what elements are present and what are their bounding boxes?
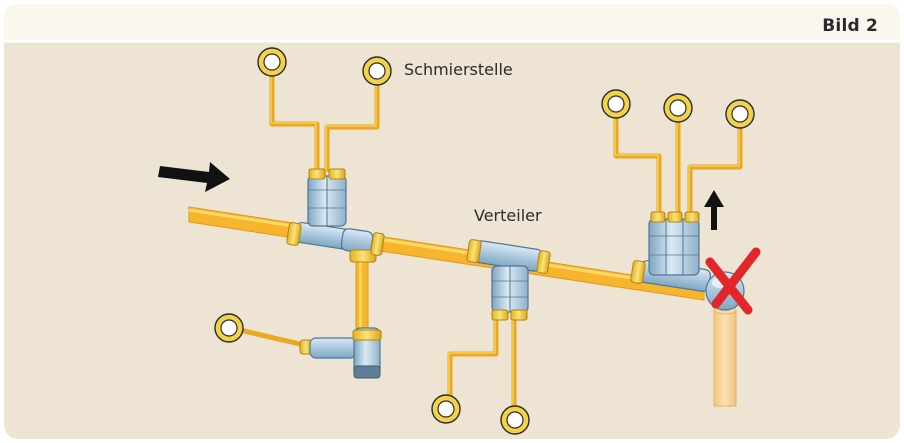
branch-line <box>269 74 320 172</box>
lubrication-diagram <box>4 4 900 439</box>
blocked-pipe <box>713 305 737 407</box>
distributor-label: Verteiler <box>474 206 542 225</box>
branch-line <box>324 82 380 172</box>
branch-line <box>239 327 305 348</box>
grease-ring-icon <box>431 394 461 424</box>
grease-ring-icon <box>663 93 693 123</box>
tee-fitting <box>286 221 385 263</box>
distributor-block <box>466 239 551 321</box>
grease-ring-icon <box>500 405 530 435</box>
connector-stack-triple <box>648 211 700 276</box>
branch-line <box>447 316 499 404</box>
grease-ring-icon <box>601 89 631 119</box>
grease-ring-icon <box>362 56 392 86</box>
red-x-icon <box>705 247 761 315</box>
figure-frame: Bild 2 Schmierstelle Verteiler <box>4 4 900 439</box>
vertical-pipe <box>355 258 369 332</box>
branch-line <box>613 114 662 214</box>
branch-line <box>687 124 743 214</box>
connector-stack <box>307 168 347 227</box>
up-arrow-icon <box>704 190 724 230</box>
right-arrow-icon <box>158 162 230 192</box>
header-bar <box>4 4 900 41</box>
grease-ring-icon <box>214 313 244 343</box>
lubrication-point-label: Schmierstelle <box>404 60 513 79</box>
figure-title: Bild 2 <box>822 16 878 36</box>
grease-ring-icon <box>257 47 287 77</box>
elbow-fitting <box>299 327 382 379</box>
branch-lines <box>239 74 743 416</box>
grease-ring-icon <box>725 99 755 129</box>
